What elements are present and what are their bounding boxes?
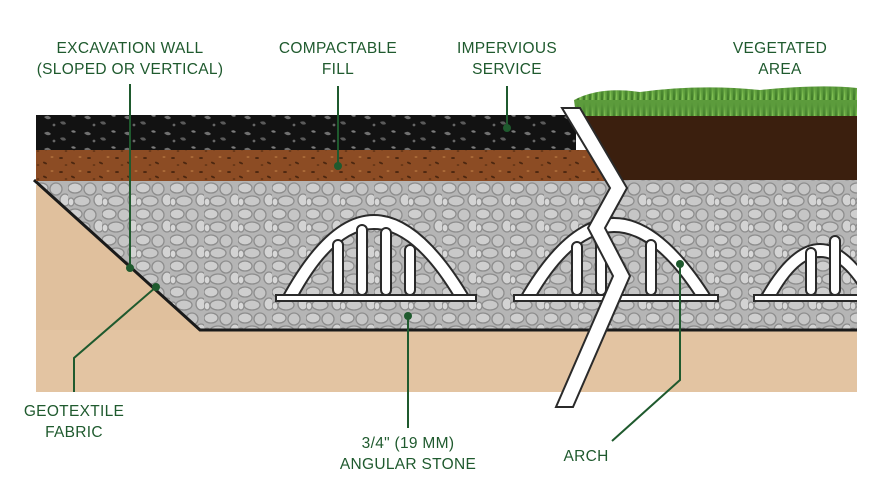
dot-arch (676, 260, 684, 268)
geotextile-line (32, 178, 857, 332)
label-geotextile-fabric: GEOTEXTILE FABRIC (23, 403, 125, 441)
label-excavation-wall: EXCAVATION WALL (SLOPED OR VERTICAL) (36, 40, 224, 78)
label-compactable-fill: COMPACTABLE FILL (278, 40, 398, 78)
dot-geotextile (152, 283, 160, 291)
section-break (554, 107, 632, 408)
label-impervious-service: IMPERVIOUS SERVICE (456, 40, 558, 78)
arch-chamber-1 (275, 214, 477, 302)
fill-layer (36, 150, 611, 181)
topsoil-layer (575, 113, 857, 180)
dot-compactable-fill (334, 162, 342, 170)
arch-chamber-3 (753, 235, 882, 302)
asphalt-layer (36, 115, 576, 150)
label-angular-stone: 3/4" (19 MM) ANGULAR STONE (339, 435, 477, 473)
grass-layer (574, 86, 857, 116)
dot-excavation-wall (126, 264, 134, 272)
leader-dots (126, 124, 684, 320)
dot-impervious-service (503, 124, 511, 132)
leader-arch (611, 264, 681, 442)
leader-lines (73, 84, 681, 442)
dot-angular-stone (404, 312, 412, 320)
leader-geotextile (73, 286, 157, 392)
label-arch: ARCH (563, 448, 609, 465)
label-vegetated-area: VEGETATED AREA (732, 40, 828, 78)
